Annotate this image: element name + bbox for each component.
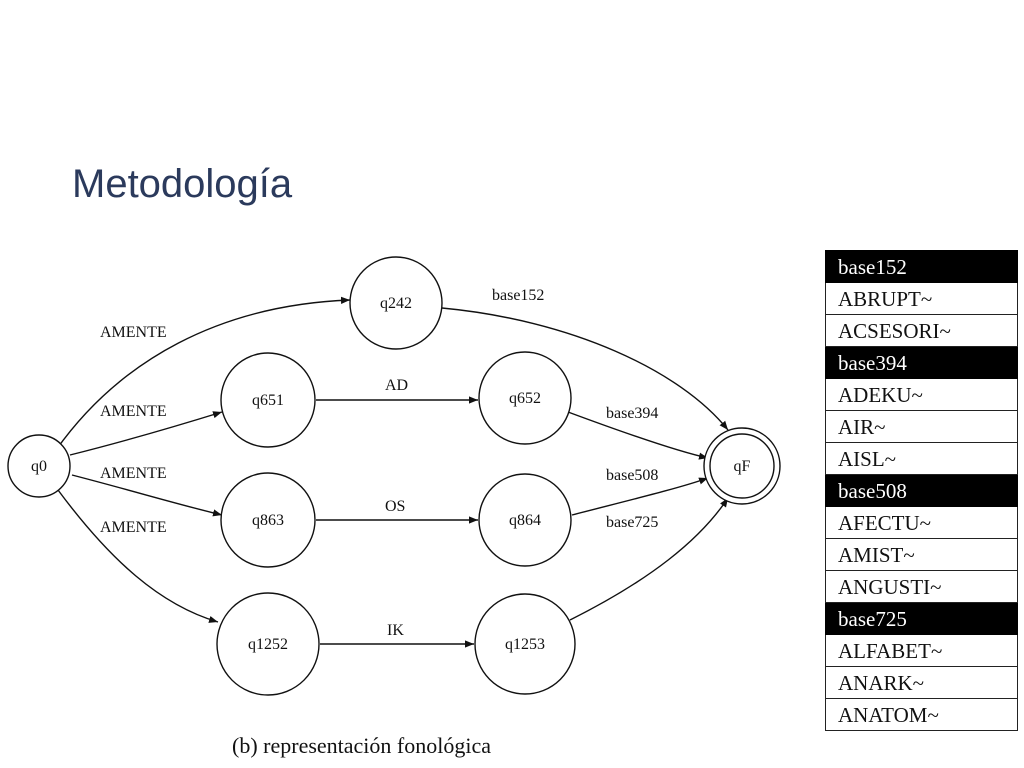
- lexicon-entry-label: ANGUSTI~: [825, 570, 1018, 603]
- state-label-q652: q652: [509, 390, 541, 407]
- state-q651: [220, 352, 316, 448]
- edge-q242-qF: [441, 307, 729, 431]
- lexicon-base-label: base508: [825, 474, 1018, 507]
- lexicon-base-row: base508: [825, 474, 1018, 507]
- lexicon-base-label: base394: [825, 346, 1018, 379]
- state-q1253: [474, 593, 576, 695]
- edge-label-q652-qF: base394: [606, 405, 658, 422]
- edge-q0-q651: [69, 411, 223, 456]
- state-label-q1253: q1253: [505, 636, 545, 653]
- state-qF-inner: [709, 433, 775, 499]
- state-q652: [478, 351, 572, 445]
- lexicon-base-row: base725: [825, 602, 1018, 635]
- lexicon-entry-label: AIR~: [825, 410, 1018, 443]
- edge-q0-q1252: [57, 489, 219, 623]
- lexicon-entry-row: AFECTU~: [825, 506, 1018, 539]
- edge-q864-qF: [571, 477, 709, 516]
- lexicon-entry-row: AIR~: [825, 410, 1018, 443]
- edge-label-q0-q651: AMENTE: [100, 403, 167, 420]
- lexicon-base-row: base152: [825, 250, 1018, 283]
- lexicon-entry-row: ANGUSTI~: [825, 570, 1018, 603]
- edge-label-q0-q863: AMENTE: [100, 465, 167, 482]
- lexicon-entry-label: ANARK~: [825, 666, 1018, 699]
- lexicon-base-row: base394: [825, 346, 1018, 379]
- edge-q1253-qF: [569, 497, 729, 621]
- lexicon-entry-row: ANATOM~: [825, 698, 1018, 731]
- lexicon-entry-label: ALFABET~: [825, 634, 1018, 667]
- edge-label-q1253-qF: base725: [606, 514, 658, 531]
- state-label-q863: q863: [252, 512, 284, 529]
- state-label-qF: qF: [734, 458, 751, 475]
- lexicon-entry-row: AISL~: [825, 442, 1018, 475]
- edge-label-q0-q1252: AMENTE: [100, 519, 167, 536]
- lexicon-entry-label: AISL~: [825, 442, 1018, 475]
- state-q242: [349, 256, 443, 350]
- edge-q652-qF: [567, 411, 709, 460]
- edge-label-q864-qF: base508: [606, 467, 658, 484]
- state-label-q1252: q1252: [248, 636, 288, 653]
- edge-q0-q863: [71, 474, 223, 517]
- lexicon-entry-row: AMIST~: [825, 538, 1018, 571]
- lexicon-entry-label: ACSESORI~: [825, 314, 1018, 347]
- edge-label-q863-q864: OS: [385, 498, 405, 515]
- lexicon-entry-row: ACSESORI~: [825, 314, 1018, 347]
- state-q863: [220, 472, 316, 568]
- state-label-q0: q0: [31, 458, 47, 475]
- state-label-q651: q651: [252, 392, 284, 409]
- edge-q0-q242: [55, 296, 351, 451]
- lexicon-entry-label: ANATOM~: [825, 698, 1018, 731]
- edge-label-q0-q242: AMENTE: [100, 324, 167, 341]
- edge-label-q242-qF: base152: [492, 287, 544, 304]
- lexicon-entry-row: ABRUPT~: [825, 282, 1018, 315]
- slide-title: Metodología: [72, 162, 293, 206]
- edge-label-q1252-q1253: IK: [387, 622, 404, 639]
- state-q0: [7, 434, 71, 498]
- fsa-diagram: AMENTE AMENTE AMENTE AMENTE AD OS IK bas…: [7, 256, 781, 696]
- lexicon-entry-label: ADEKU~: [825, 378, 1018, 411]
- lexicon-entry-row: ANARK~: [825, 666, 1018, 699]
- lexicon-entry-row: ADEKU~: [825, 378, 1018, 411]
- lexicon-entry-label: AFECTU~: [825, 506, 1018, 539]
- state-q1252: [216, 592, 320, 696]
- state-q864: [478, 473, 572, 567]
- diagram-caption: (b) representación fonológica: [232, 733, 491, 758]
- state-label-q242: q242: [380, 295, 412, 312]
- lexicon-base-label: base152: [825, 250, 1018, 283]
- state-label-q864: q864: [509, 512, 541, 529]
- lexicon-entry-label: ABRUPT~: [825, 282, 1018, 315]
- lexicon-entry-label: AMIST~: [825, 538, 1018, 571]
- lexicon-base-label: base725: [825, 602, 1018, 635]
- lexicon-entry-row: ALFABET~: [825, 634, 1018, 667]
- edge-label-q651-q652: AD: [385, 377, 408, 394]
